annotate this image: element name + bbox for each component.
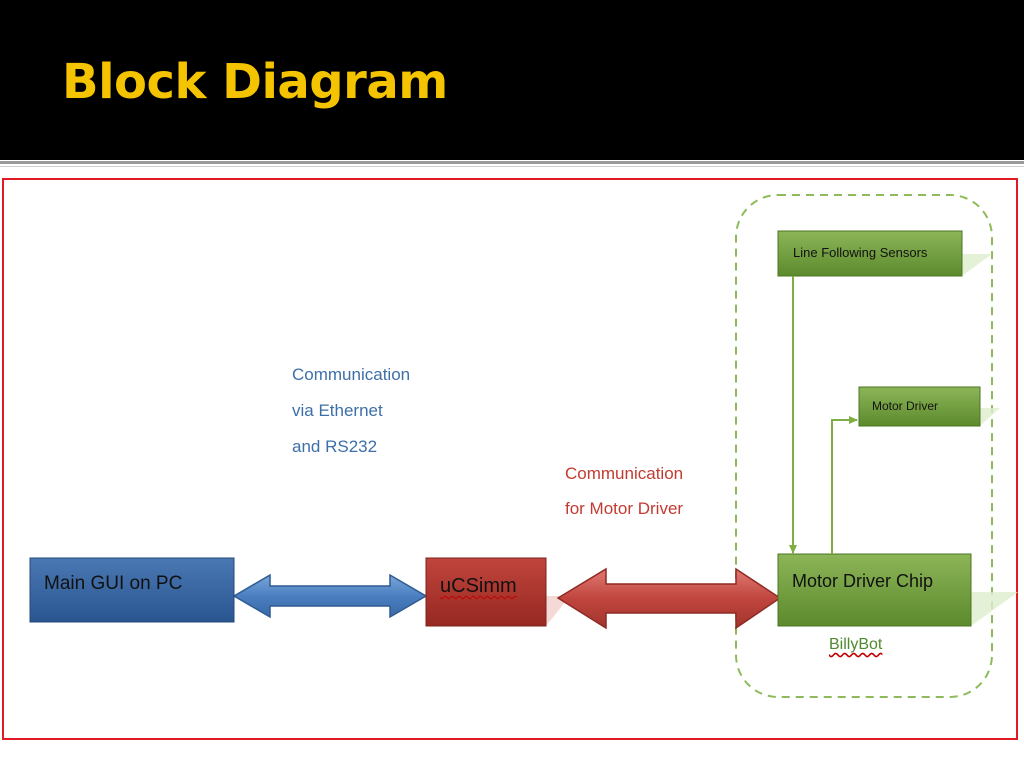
box-shadow (971, 592, 1018, 626)
slide-title: Block Diagram (62, 54, 448, 110)
box-shadow (980, 408, 1000, 426)
billybot-group (735, 194, 993, 698)
ethernet-note-line: and RS232 (292, 437, 378, 456)
header-divider (0, 161, 1024, 164)
billybot-label: BillyBot (829, 636, 883, 653)
ethernet-note-line: via Ethernet (292, 401, 383, 420)
box-shadow (546, 596, 570, 626)
motor-driver-box (858, 386, 981, 427)
gui-ucsimm-arrow (232, 573, 428, 619)
motor-note-line: Communication (565, 464, 684, 483)
motor-driver-label: Motor Driver (872, 399, 939, 413)
main-gui-box (29, 557, 235, 623)
ucsimm-chip-arrow (556, 567, 782, 630)
motor-driver-chip-box (777, 553, 972, 627)
slide-header: Block Diagram (0, 0, 1024, 160)
box-shadow (962, 254, 992, 276)
ucsimm-label: uCSimm (440, 575, 517, 597)
header-divider-thin (0, 166, 1024, 167)
motor-note-line: for Motor Driver (565, 499, 684, 518)
main-gui-label: Main GUI on PC (44, 573, 183, 594)
ucsimm-box (425, 557, 547, 627)
line-sensors-label: Line Following Sensors (793, 245, 928, 260)
ethernet-note-line: Communication (292, 365, 411, 384)
motor-driver-chip-label: Motor Driver Chip (792, 571, 934, 591)
line-sensors-box (777, 230, 963, 277)
chip-to-driver-arrow (831, 416, 858, 554)
diagram-frame (2, 178, 1018, 740)
